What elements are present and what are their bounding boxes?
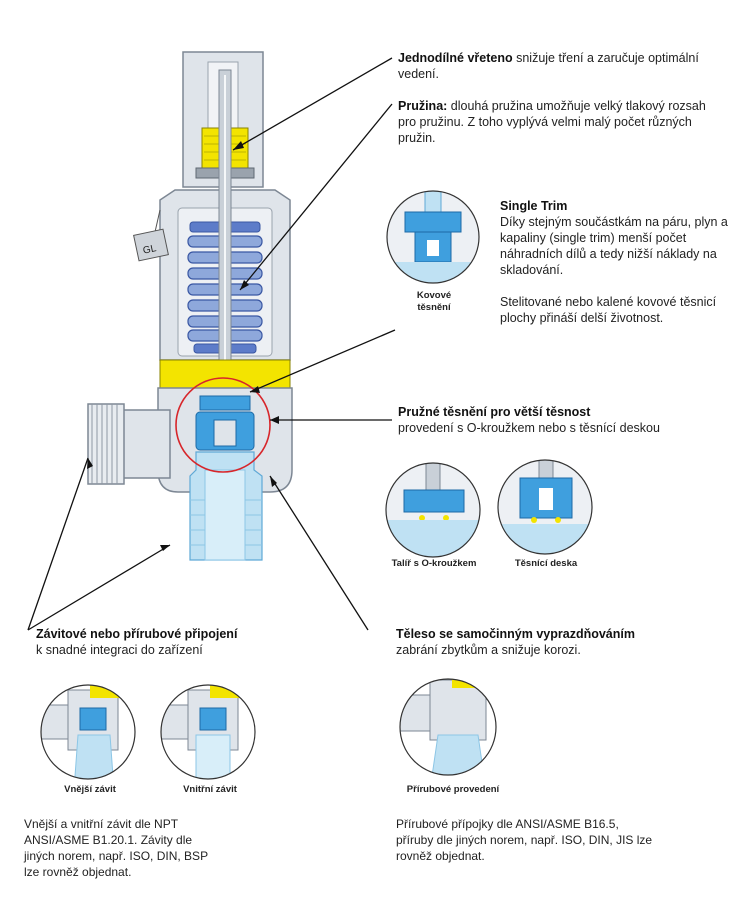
- note-thread: Vnější a vnitřní závit dle NPT ANSI/ASME…: [24, 817, 208, 879]
- gl-label: GL: [142, 243, 158, 257]
- caption-seal-plate: Těsnící deska: [514, 558, 578, 569]
- main-valve: [87, 51, 293, 561]
- detail-metal-seal: [386, 190, 480, 284]
- callout-connection-text: k snadné integraci do zařízení: [36, 643, 203, 657]
- detail-external-thread: [40, 684, 136, 780]
- callout-drain-title: Těleso se samočinným vyprazdňováním: [396, 627, 635, 641]
- callout-drain: Těleso se samočinným vyprazdňováním zabr…: [396, 626, 726, 658]
- caption-oring-disc: Talíř s O-kroužkem: [391, 558, 477, 569]
- note-flange: Přírubové přípojky dle ANSI/ASME B16.5, …: [396, 817, 653, 863]
- caption-external-thread: Vnější závit: [64, 784, 116, 795]
- caption-metal-seal-line2: těsnění: [417, 302, 451, 313]
- leader-lines: [27, 57, 396, 631]
- detail-internal-thread: [160, 684, 256, 780]
- caption-metal-seal-line1: Kovové: [416, 290, 452, 301]
- callout-drain-text: zabrání zbytkům a snižuje korozi.: [396, 643, 581, 657]
- callout-elastic-text: provedení s O-kroužkem nebo s těsnící de…: [398, 421, 660, 435]
- side-outlet: [119, 409, 171, 479]
- callout-elastic-title: Pružné těsnění pro větší těsnost: [398, 405, 591, 419]
- callout-single-trim: Single Trim Díky stejným součástkám na p…: [500, 198, 732, 326]
- caption-internal-thread: Vnitřní závit: [183, 784, 237, 795]
- callout-single-trim-note: Stelitované nebo kalené kovové těsnicí p…: [500, 295, 717, 325]
- detail-seal-plate: [497, 459, 593, 555]
- highlight-circle: [175, 377, 271, 473]
- callout-elastic: Pružné těsnění pro větší těsnost provede…: [398, 404, 718, 436]
- callout-spindle-title: Jednodílné vřeteno: [398, 51, 513, 65]
- callout-single-trim-title: Single Trim: [500, 199, 568, 213]
- detail-oring-disc: [385, 462, 481, 558]
- arrow-heads: [87, 141, 279, 551]
- callout-connection-title: Závitové nebo přírubové připojení: [36, 627, 238, 641]
- callout-spindle: Jednodílné vřeteno snižuje tření a zaruč…: [398, 50, 708, 82]
- caption-flanged: Přírubové provedení: [406, 784, 500, 795]
- body-flange: [159, 359, 291, 389]
- callout-spring: Pružina: dlouhá pružina umožňuje velký t…: [398, 98, 718, 146]
- callout-single-trim-text: Díky stejným součástkám na páru, plyn a …: [500, 215, 728, 277]
- callout-spring-title: Pružina:: [398, 99, 448, 113]
- callout-spindle-text: snižuje tření a zaručuje optimální veden…: [398, 51, 699, 81]
- caption-metal-seal: Kovové těsnění: [398, 290, 470, 314]
- detail-flanged: [399, 678, 497, 776]
- gl-tag: [133, 209, 169, 262]
- callout-connection: Závitové nebo přírubové připojení k snad…: [36, 626, 356, 658]
- callout-spring-text: dlouhá pružina umožňuje velký tlakový ro…: [398, 99, 706, 145]
